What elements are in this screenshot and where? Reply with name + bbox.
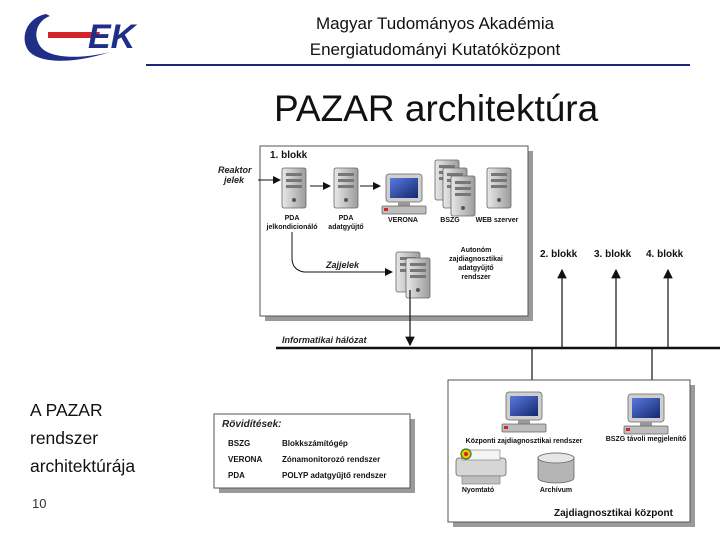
web-server-device — [487, 168, 511, 208]
header-divider — [146, 64, 690, 66]
remote-display-label: BSZG távoli megjelenítő — [606, 436, 687, 443]
remote-display-workstation — [624, 394, 668, 434]
verona-workstation — [382, 174, 426, 214]
printer-icon — [456, 449, 506, 484]
legend-meaning: Zónamonitorozó rendszer — [282, 455, 380, 464]
device-label: jelkondicionáló — [266, 224, 318, 231]
header-institution: Magyar Tudományos Akadémia — [220, 14, 650, 34]
legend-meaning: Blokkszámítógép — [282, 439, 348, 448]
archive-storage-icon — [538, 453, 574, 483]
central-system-label: Központi zajdiagnosztikai rendszer — [466, 438, 583, 445]
block1-title: 1. blokk — [270, 150, 308, 161]
autonomous-label: rendszer — [461, 274, 490, 281]
autonomous-label: adatgyűjtő — [458, 265, 493, 272]
block2-label: 2. blokk — [540, 249, 578, 260]
autonomous-label: Autonóm — [461, 247, 492, 254]
autonomous-noise-system — [396, 252, 430, 298]
reactor-signals-label: jelek — [223, 175, 245, 185]
ek-logo: EK — [18, 8, 146, 66]
caption-line: architektúrája — [30, 452, 190, 480]
device-label: PDA — [339, 215, 354, 222]
device-label: adatgyűjtő — [328, 224, 363, 231]
legend-abbr: PDA — [228, 471, 245, 480]
caption-line: rendszer — [30, 424, 190, 452]
reactor-signals-label: Reaktor — [218, 165, 252, 175]
page-title: PAZAR architektúra — [274, 88, 598, 130]
legend-meaning: POLYP adatgyűjtő rendszer — [282, 471, 386, 480]
device-label: BSZG — [440, 217, 460, 224]
pda-collector-device — [334, 168, 358, 208]
legend-abbr: VERONA — [228, 455, 262, 464]
pda-conditioner-device — [282, 168, 306, 208]
block3-label: 3. blokk — [594, 249, 632, 260]
architecture-diagram: 1. blokk Reaktor jelek PDA jelkondicioná… — [200, 140, 720, 540]
noise-signals-label: Zajjelek — [325, 260, 360, 270]
device-label: VERONA — [388, 217, 418, 224]
archive-label: Archívum — [540, 487, 572, 494]
logo-text: EK — [88, 18, 138, 56]
network-label: Informatikai hálózat — [282, 335, 368, 345]
printer-label: Nyomtató — [462, 487, 494, 494]
page-number: 10 — [32, 496, 46, 511]
legend-title: Rövidítések: — [222, 419, 281, 430]
device-label: WEB szerver — [476, 217, 519, 224]
legend-abbr: BSZG — [228, 439, 250, 448]
sidebar-caption: A PAZAR rendszer architektúrája — [30, 396, 190, 480]
block4-label: 4. blokk — [646, 249, 684, 260]
device-label: PDA — [285, 215, 300, 222]
caption-line: A PAZAR — [30, 396, 190, 424]
autonomous-label: zajdiagnosztikai — [449, 256, 503, 263]
header-department: Energiatudományi Kutatóközpont — [220, 40, 650, 60]
central-system-workstation — [502, 392, 546, 432]
center-title: Zajdiagnosztikai központ — [554, 508, 674, 519]
